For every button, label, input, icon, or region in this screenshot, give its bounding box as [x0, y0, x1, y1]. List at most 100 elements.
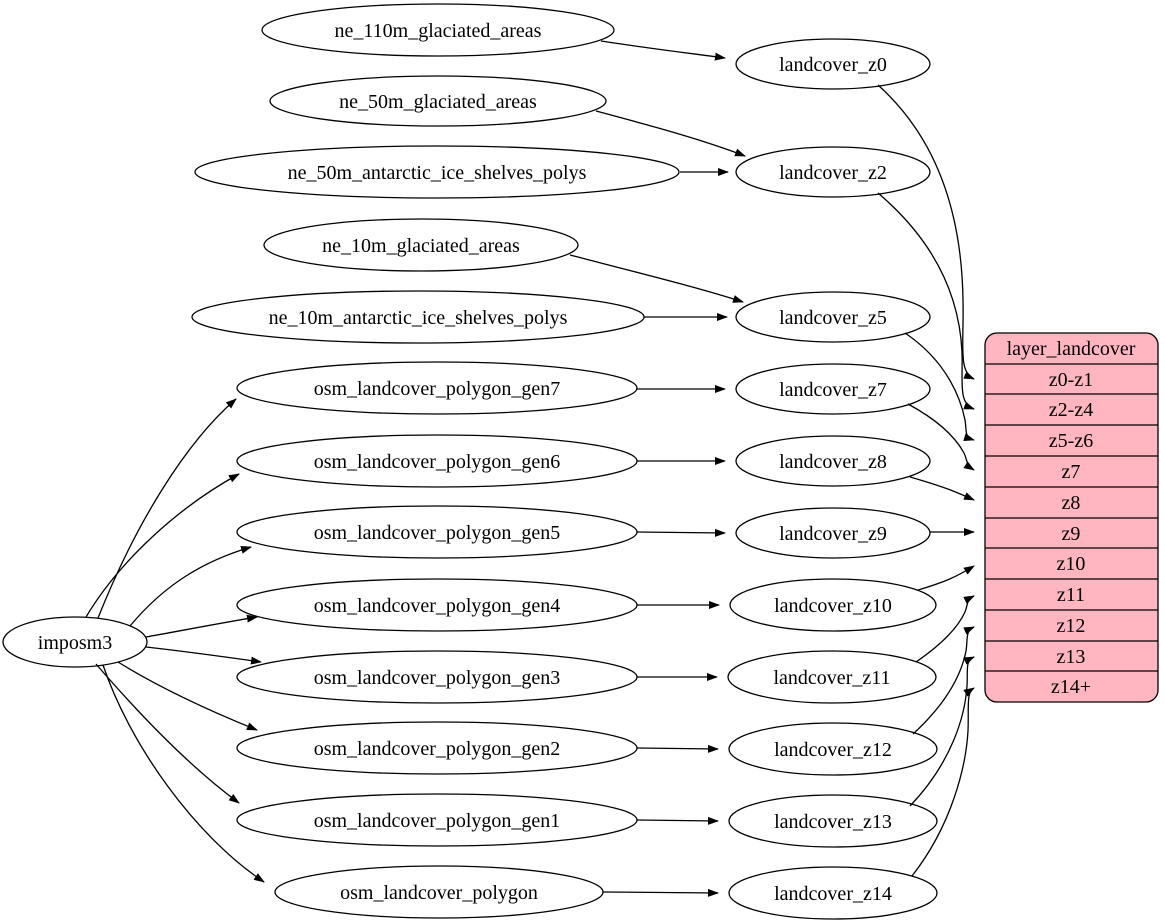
node-landcover-z12: landcover_z12 — [728, 722, 938, 776]
node-label: landcover_z2 — [779, 162, 887, 184]
node-label: landcover_z12 — [774, 739, 892, 761]
node-shape — [735, 435, 931, 487]
node-shape — [728, 794, 938, 848]
node-landcover-z8: landcover_z8 — [735, 435, 931, 487]
edge-z2-to-row-z2-z4 — [877, 192, 975, 410]
node-label: ne_10m_antarctic_ice_shelves_polys — [269, 307, 568, 329]
table-row-z0-z1: z0-z1 — [1049, 369, 1093, 391]
edge-imposm3-to-polygon — [102, 664, 265, 883]
node-shape — [2, 616, 148, 668]
node-label: osm_landcover_polygon — [340, 882, 538, 904]
node-osm-landcover-polygon-gen5: osm_landcover_polygon_gen5 — [236, 505, 638, 559]
node-shape — [729, 578, 937, 632]
node-ne-10m-glaciated-areas: ne_10m_glaciated_areas — [263, 218, 579, 272]
node-landcover-z5: landcover_z5 — [735, 291, 931, 343]
table-row-z8: z8 — [1062, 492, 1081, 514]
node-shape — [263, 218, 579, 272]
edge-imposm3-to-gen5 — [129, 546, 252, 627]
node-ne-110m-glaciated-areas: ne_110m_glaciated_areas — [261, 3, 615, 57]
edge-imposm3-to-gen3 — [145, 646, 262, 665]
node-label: ne_110m_glaciated_areas — [335, 20, 542, 42]
table-layer-landcover: layer_landcover z0-z1 z2-z4 z5-z6 z7 z8 … — [984, 332, 1159, 703]
node-shape — [735, 146, 931, 198]
table-row-z14plus: z14+ — [1051, 676, 1091, 698]
node-label: ne_10m_glaciated_areas — [322, 235, 520, 257]
node-label: osm_landcover_polygon_gen1 — [314, 810, 561, 832]
node-osm-landcover-polygon-gen3: osm_landcover_polygon_gen3 — [236, 650, 638, 704]
node-label: osm_landcover_polygon_gen3 — [314, 667, 561, 689]
node-shape — [735, 507, 931, 559]
table-row-z11: z11 — [1057, 584, 1085, 606]
node-ne-10m-antarctic-ice-shelves-polys: ne_10m_antarctic_ice_shelves_polys — [191, 290, 645, 344]
node-landcover-z11: landcover_z11 — [727, 650, 937, 704]
node-label: ne_50m_antarctic_ice_shelves_polys — [288, 162, 587, 184]
node-ne-50m-glaciated-areas: ne_50m_glaciated_areas — [269, 75, 607, 127]
table-row-z5-z6: z5-z6 — [1049, 430, 1093, 452]
edge-z5-to-row-z5-z6 — [904, 332, 975, 441]
edge-z8-to-row-z8 — [909, 476, 975, 501]
node-label: landcover_z10 — [774, 595, 892, 617]
node-shape — [236, 361, 638, 415]
node-osm-landcover-polygon-gen2: osm_landcover_polygon_gen2 — [236, 721, 638, 775]
node-landcover-z0: landcover_z0 — [735, 38, 931, 90]
edge-imposm3-to-gen6 — [85, 473, 240, 618]
node-landcover-z9: landcover_z9 — [735, 507, 931, 559]
node-label: osm_landcover_polygon_gen6 — [314, 451, 561, 473]
table-row-z12: z12 — [1057, 615, 1086, 637]
table-row-z10: z10 — [1057, 553, 1086, 575]
node-shape — [735, 38, 931, 90]
node-osm-landcover-polygon-gen6: osm_landcover_polygon_gen6 — [236, 434, 638, 488]
node-label: landcover_z8 — [779, 451, 887, 473]
node-shape — [728, 722, 938, 776]
node-osm-landcover-polygon-gen4: osm_landcover_polygon_gen4 — [236, 578, 638, 632]
edge-imposm3-to-gen2 — [117, 661, 258, 731]
node-label: osm_landcover_polygon_gen7 — [314, 378, 561, 400]
edge-z10-to-row-z10 — [917, 565, 975, 591]
node-landcover-z7: landcover_z7 — [735, 363, 931, 415]
node-shape — [727, 650, 937, 704]
node-label: landcover_z11 — [774, 667, 891, 689]
table-title: layer_landcover — [1007, 338, 1136, 360]
node-landcover-z14: landcover_z14 — [728, 866, 938, 920]
node-shape — [194, 145, 680, 199]
edge-z7-to-row-z7 — [907, 403, 975, 471]
edge-z0-to-row-z0-z1 — [877, 84, 975, 380]
edge-z14-to-row-z14plus — [911, 687, 975, 877]
node-shape — [735, 363, 931, 415]
node-label: landcover_z14 — [774, 883, 892, 905]
node-label: osm_landcover_polygon_gen2 — [314, 738, 561, 760]
node-label: osm_landcover_polygon_gen5 — [314, 522, 561, 544]
table-row-z2-z4: z2-z4 — [1049, 399, 1093, 421]
edge-gen1-to-z13 — [636, 816, 719, 825]
edge-ne10m-glaciated-to-z5 — [569, 254, 744, 303]
node-label: landcover_z9 — [779, 523, 887, 545]
node-label: landcover_z5 — [779, 307, 887, 329]
node-label: ne_50m_glaciated_areas — [339, 91, 537, 113]
node-landcover-z13: landcover_z13 — [728, 794, 938, 848]
edge-polygon-to-z14 — [602, 888, 719, 897]
edge-ne50m-glaciated-to-z2 — [595, 110, 746, 157]
edge-gen2-to-z12 — [636, 744, 719, 753]
table-row-z7: z7 — [1062, 461, 1081, 483]
node-landcover-z10: landcover_z10 — [729, 578, 937, 632]
node-shape — [269, 75, 607, 127]
node-osm-landcover-polygon-gen1: osm_landcover_polygon_gen1 — [236, 793, 638, 847]
node-osm-landcover-polygon-gen7: osm_landcover_polygon_gen7 — [236, 361, 638, 415]
node-shape — [261, 3, 615, 57]
edge-imposm3-to-gen1 — [95, 663, 240, 804]
node-label: landcover_z7 — [779, 379, 887, 401]
node-label: imposm3 — [38, 632, 112, 654]
node-shape — [735, 291, 931, 343]
node-shape — [728, 866, 938, 920]
edge-imposm3-to-gen4 — [145, 614, 258, 638]
node-label: landcover_z0 — [779, 54, 887, 76]
node-landcover-z2: landcover_z2 — [735, 146, 931, 198]
node-label: landcover_z13 — [774, 811, 892, 833]
node-label: osm_landcover_polygon_gen4 — [314, 595, 561, 617]
edge-imposm3-to-gen7 — [97, 398, 237, 619]
edge-z12-to-row-z12 — [912, 626, 975, 735]
table-row-z13: z13 — [1057, 646, 1086, 668]
edge-gen5-to-z9 — [636, 528, 726, 537]
